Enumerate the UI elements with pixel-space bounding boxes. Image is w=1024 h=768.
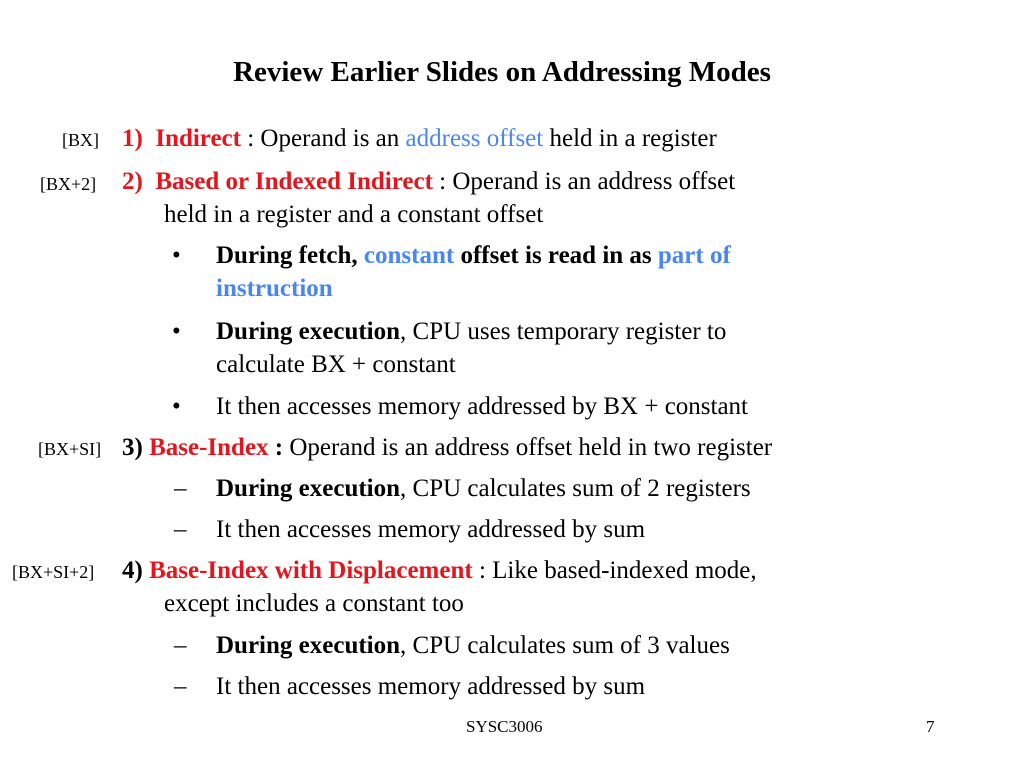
mode-1-tag: [BX] <box>62 130 99 150</box>
mode-2-bullet-1: During fetch, constant offset is read in… <box>216 239 731 273</box>
mode-2-bullet-2-continuation: calculate BX + constant <box>216 351 456 378</box>
mode-4-bullet-2: It then accesses memory addressed by sum <box>216 673 646 700</box>
dash-marker: – <box>174 673 187 700</box>
mode-3-colon: : <box>268 434 284 461</box>
mode-4-line: 4) Base-Index with Displacement : Like b… <box>122 554 757 588</box>
footer-page-number: 7 <box>926 717 935 736</box>
mode-2-bullet-3: It then accesses memory addressed by BX … <box>216 393 749 420</box>
mode-4-continuation: except includes a constant too <box>164 590 464 617</box>
body-text: , CPU calculates sum of 3 values <box>400 632 730 659</box>
bold-text: During execution <box>216 632 401 659</box>
mode-3-tag: [BX+SI] <box>38 439 102 459</box>
mode-2-line: 2) Based or Indexed Indirect : Operand i… <box>122 165 735 199</box>
mode-3-text-a: Operand is an address offset held in two… <box>283 434 773 461</box>
highlight-text: constant <box>363 242 455 269</box>
dash-marker: – <box>174 516 187 543</box>
mode-2-bullet-2: During execution, CPU uses temporary reg… <box>216 315 726 349</box>
mode-1-line: 1) Indirect : Operand is an address offs… <box>122 122 717 156</box>
mode-1-text-a: : Operand is an <box>240 125 406 152</box>
mode-1-number: 1) <box>122 125 143 152</box>
highlight-text: part of <box>657 242 731 269</box>
body-text: , CPU calculates sum of 2 registers <box>400 475 751 502</box>
mode-2-text-a: : Operand is an address offset <box>432 168 736 195</box>
footer-course: SYSC3006 <box>466 717 543 736</box>
bold-text: During fetch, <box>216 242 364 269</box>
mode-4-bullet-1: During execution, CPU calculates sum of … <box>216 629 730 663</box>
bullet-marker: • <box>172 393 181 420</box>
slide-title: Review Earlier Slides on Addressing Mode… <box>233 56 771 88</box>
mode-3-name: Base-Index <box>149 434 269 461</box>
mode-4-text-a: : Like based-indexed mode, <box>472 557 757 584</box>
mode-1-text-b: held in a register <box>543 125 717 152</box>
dash-marker: – <box>174 475 187 502</box>
bullet-marker: • <box>172 242 181 269</box>
mode-2-tag: [BX+2] <box>40 174 97 194</box>
bold-text: offset is read in as <box>454 242 658 269</box>
mode-2-continuation: held in a register and a constant offset <box>164 201 544 228</box>
mode-1-highlight: address offset <box>405 125 544 152</box>
mode-2-bullet-1-continuation: instruction <box>216 275 333 302</box>
mode-1-name: Indirect <box>155 125 241 152</box>
mode-3-bullet-2: It then accesses memory addressed by sum <box>216 516 646 543</box>
dash-marker: – <box>174 632 187 659</box>
mode-3-number: 3) <box>122 434 143 461</box>
bold-text: During execution <box>216 475 401 502</box>
mode-4-tag: [BX+SI+2] <box>12 562 95 582</box>
mode-4-name: Base-Index with Displacement <box>149 557 473 584</box>
mode-2-name: Based or Indexed Indirect <box>155 168 433 195</box>
mode-3-bullet-1: During execution, CPU calculates sum of … <box>216 472 751 506</box>
mode-3-line: 3) Base-Index : Operand is an address of… <box>122 431 772 465</box>
body-text: , CPU uses temporary register to <box>400 318 727 345</box>
bullet-marker: • <box>172 318 181 345</box>
mode-2-number: 2) <box>122 168 143 195</box>
mode-4-number: 4) <box>122 557 143 584</box>
bold-text: During execution <box>216 318 401 345</box>
